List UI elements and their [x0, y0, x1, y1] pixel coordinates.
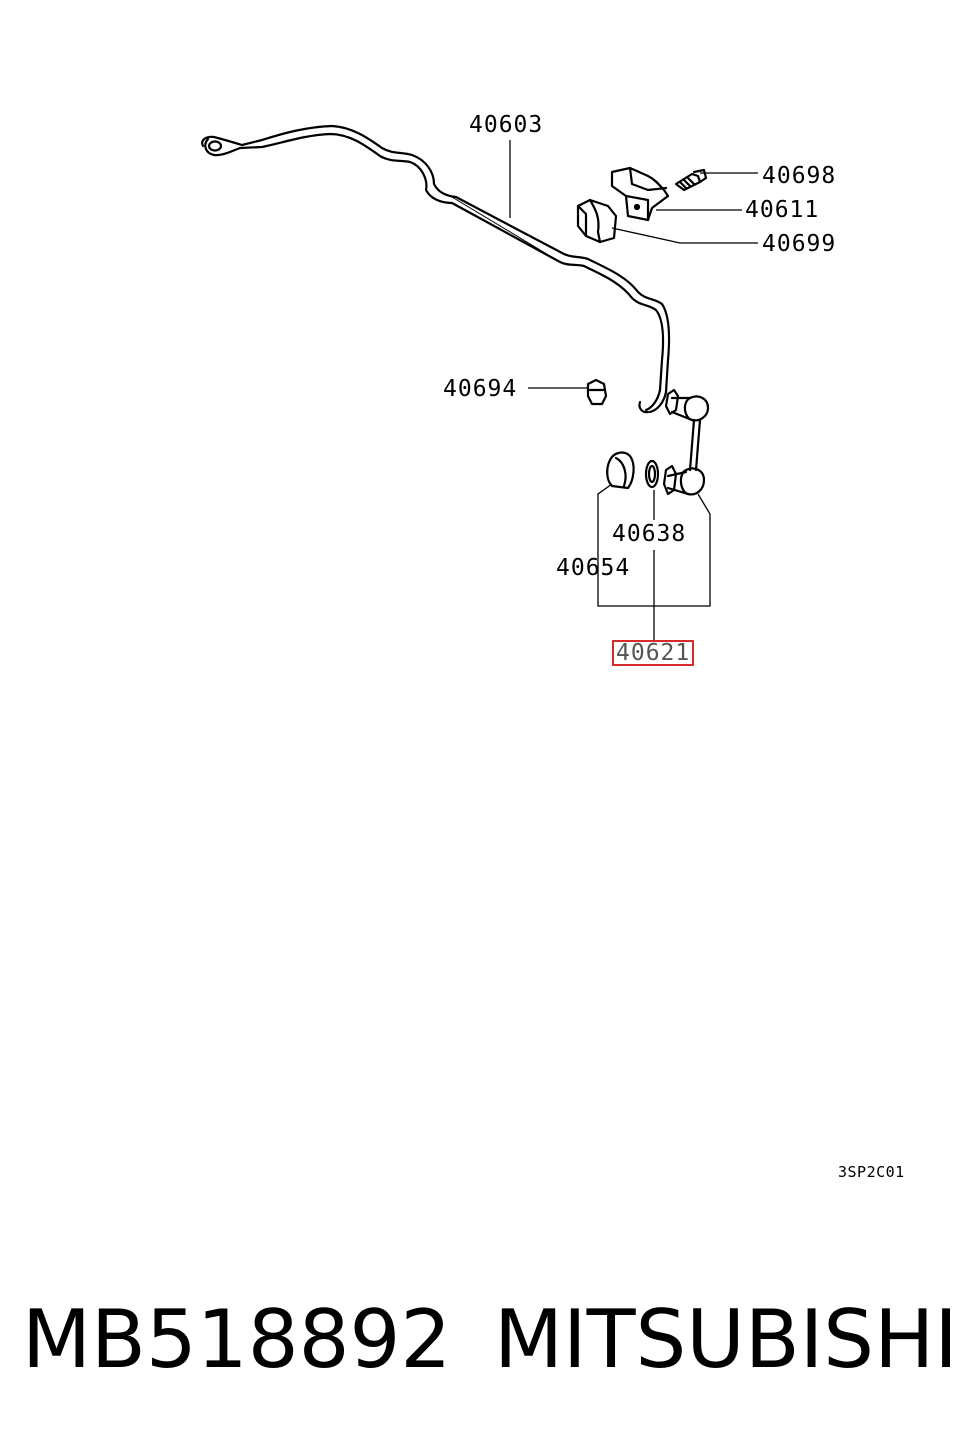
callout-nut[interactable]: 40694	[443, 376, 518, 402]
part-number: MB518892	[22, 1293, 452, 1386]
manufacturer: MITSUBISHI	[494, 1293, 958, 1386]
stabilizer-link	[662, 388, 710, 496]
stabilizer-bar	[201, 124, 671, 414]
bracket	[610, 166, 670, 222]
callout-bushing[interactable]: 40699	[762, 231, 837, 257]
nut	[586, 378, 608, 406]
callout-bracket[interactable]: 40611	[745, 197, 820, 223]
bushing	[576, 198, 618, 244]
callout-link-cup[interactable]: 40654	[556, 555, 631, 581]
leader-lines	[509, 140, 758, 640]
callout-link-bushing[interactable]: 40638	[612, 521, 687, 547]
bolt	[674, 168, 708, 192]
callout-stabilizer-link[interactable]: 40621	[612, 640, 695, 666]
link-bushing	[644, 459, 660, 489]
footer: MB518892 MITSUBISHI	[22, 1290, 958, 1390]
link-cup	[606, 451, 635, 490]
drawing-code: 3SP2C01	[838, 1163, 905, 1181]
callout-bolt[interactable]: 40698	[762, 163, 837, 189]
callout-stabilizer-bar[interactable]: 40603	[469, 112, 544, 138]
